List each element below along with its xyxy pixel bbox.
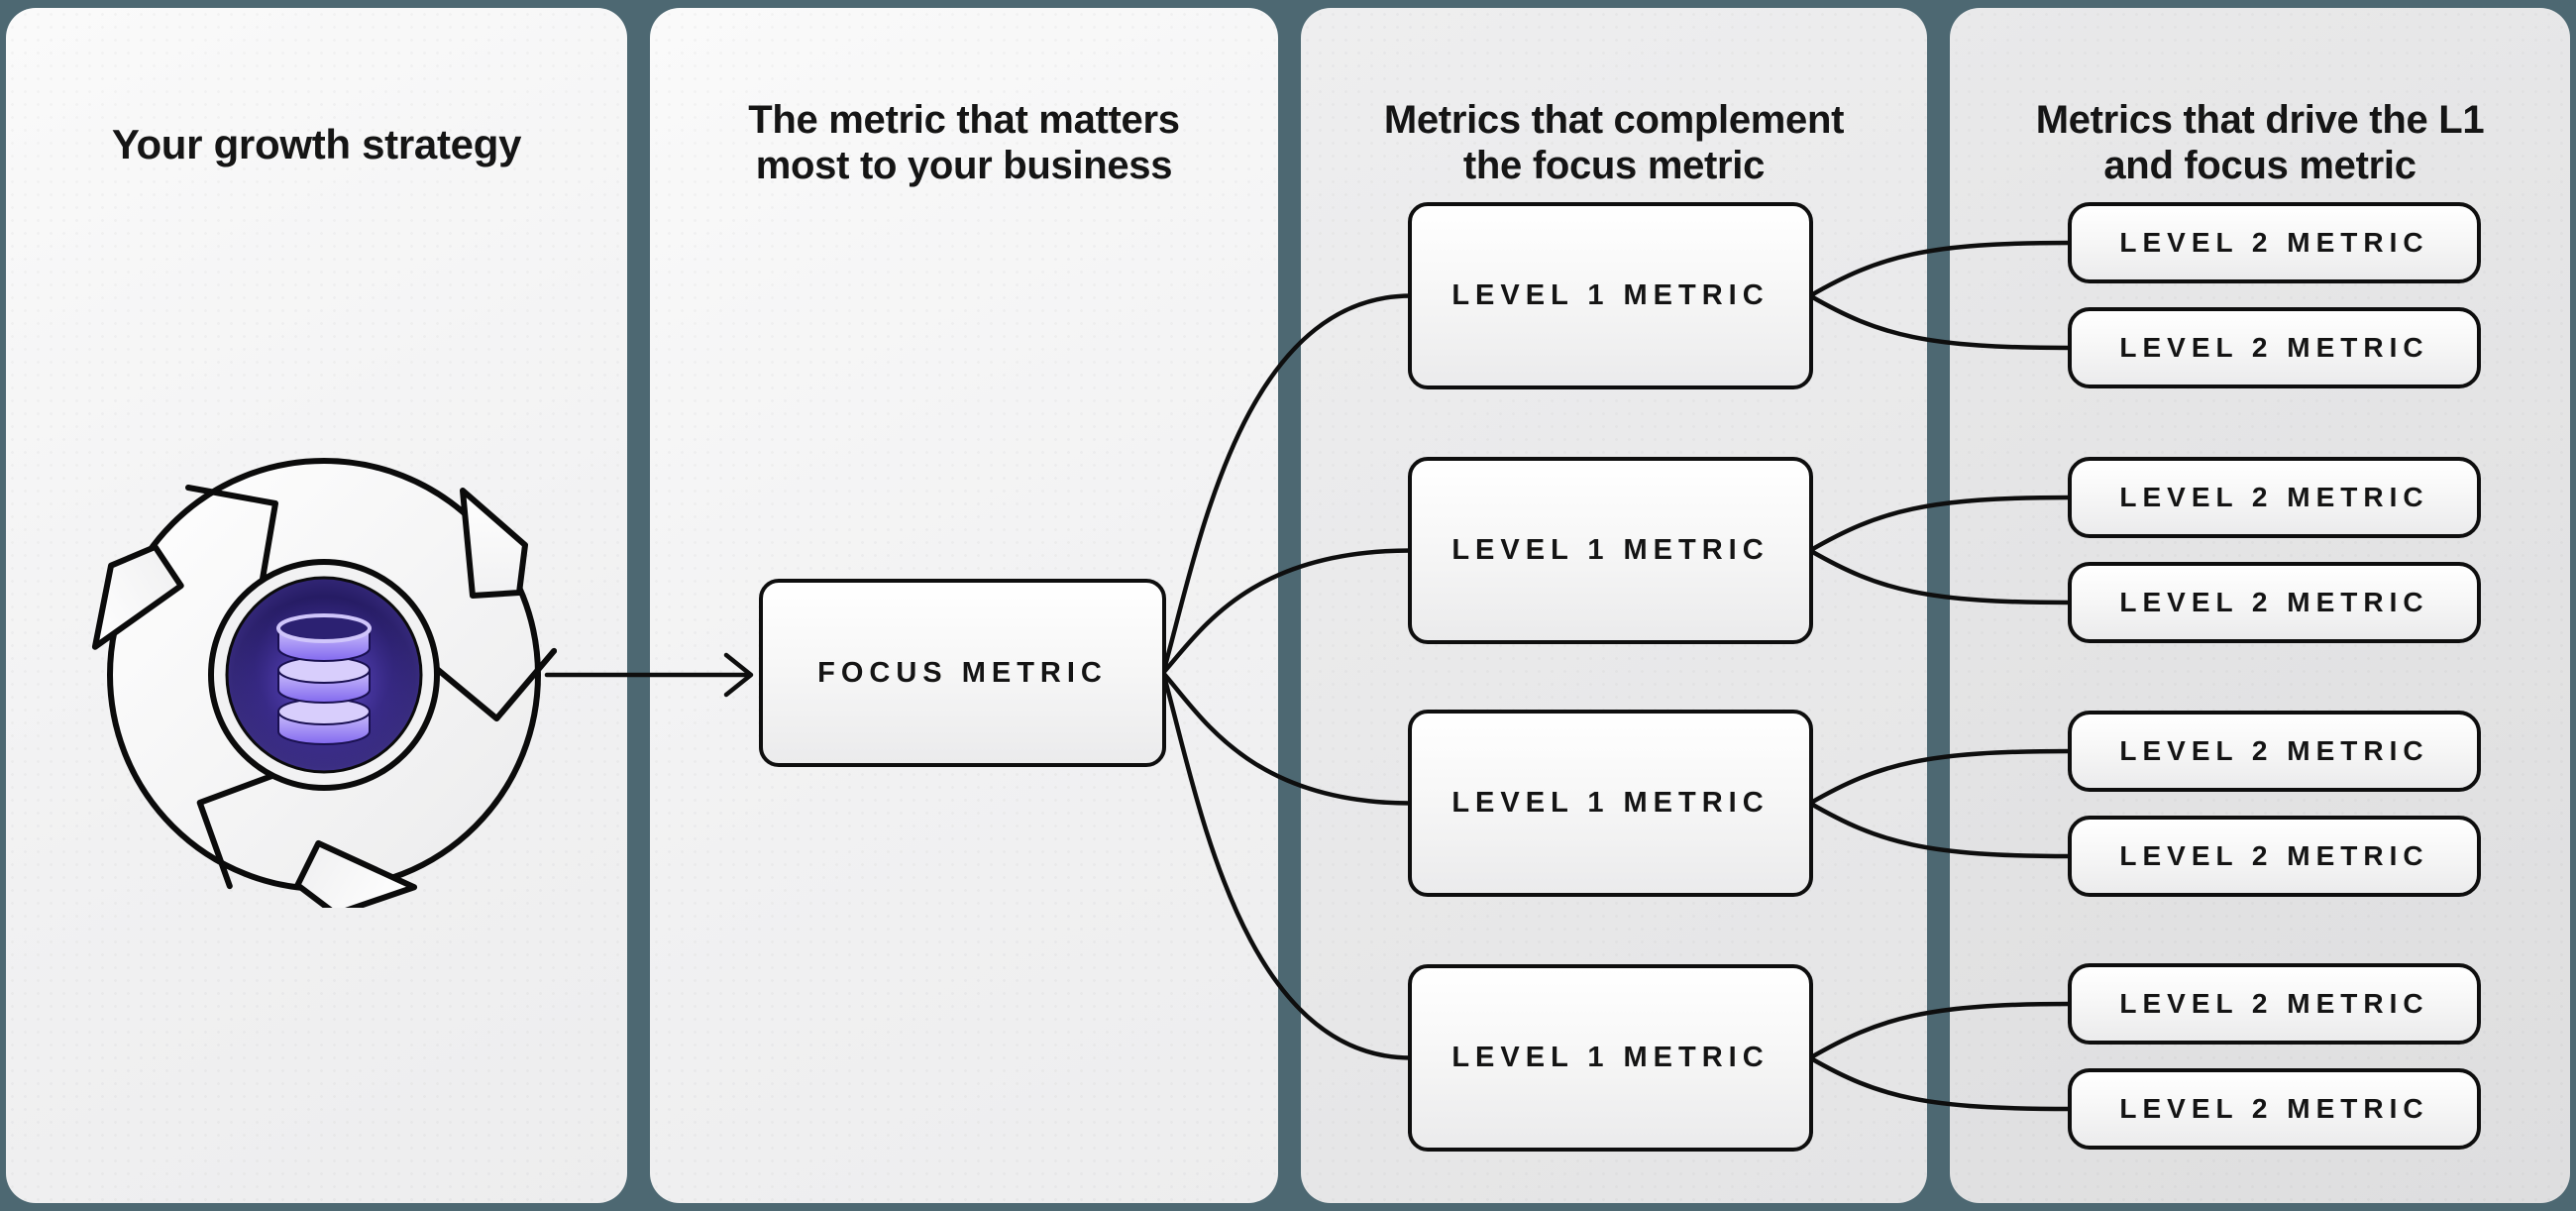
- level2-metric-node: LEVEL 2 METRIC: [2068, 963, 2481, 1045]
- level1-metric-node: LEVEL 1 METRIC: [1408, 964, 1813, 1152]
- column-title-line: the focus metric: [1462, 144, 1766, 188]
- column-title-line: Metrics that complement: [1383, 98, 1845, 143]
- column-title-level2-metrics: Metrics that drive the L1 and focus metr…: [1950, 97, 2570, 188]
- column-title-line: Metrics that drive the L1: [2035, 98, 2485, 143]
- level1-metric-node: LEVEL 1 METRIC: [1408, 710, 1813, 897]
- level2-metric-node: LEVEL 2 METRIC: [2068, 457, 2481, 538]
- column-title-focus-metric: The metric that matters most to your bus…: [650, 97, 1278, 188]
- column-title-line: The metric that matters: [748, 98, 1180, 143]
- level1-metric-node: LEVEL 1 METRIC: [1408, 202, 1813, 389]
- level1-metric-node: LEVEL 1 METRIC: [1408, 457, 1813, 644]
- level2-metric-node: LEVEL 2 METRIC: [2068, 816, 2481, 897]
- flywheel-icon: [91, 458, 557, 908]
- column-title-line: Your growth strategy: [111, 120, 522, 167]
- focus-metric-node: FOCUS METRIC: [759, 579, 1166, 767]
- level2-metric-node: LEVEL 2 METRIC: [2068, 1068, 2481, 1150]
- column-title-line: most to your business: [755, 144, 1173, 188]
- column-title-line: and focus metric: [2103, 144, 2416, 188]
- level2-metric-node: LEVEL 2 METRIC: [2068, 562, 2481, 643]
- level2-metric-node: LEVEL 2 METRIC: [2068, 711, 2481, 792]
- column-title-level1-metrics: Metrics that complement the focus metric: [1301, 97, 1927, 188]
- level2-metric-node: LEVEL 2 METRIC: [2068, 307, 2481, 388]
- column-title-growth-strategy: Your growth strategy: [6, 120, 627, 167]
- database-icon: [276, 613, 372, 745]
- level2-metric-node: LEVEL 2 METRIC: [2068, 202, 2481, 283]
